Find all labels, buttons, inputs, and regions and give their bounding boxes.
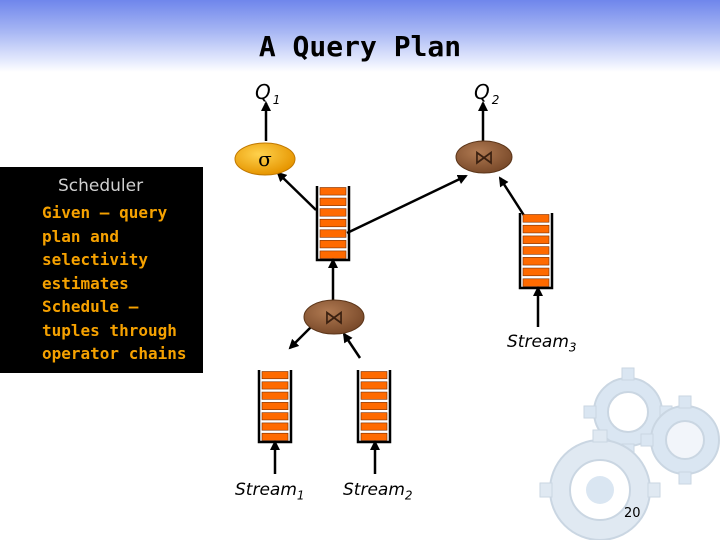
queue-slot bbox=[319, 208, 347, 217]
queue-outline bbox=[257, 370, 293, 444]
queue-slot bbox=[261, 432, 289, 441]
queue-slot bbox=[261, 381, 289, 390]
queue-slot bbox=[319, 187, 347, 196]
queue-slot bbox=[319, 240, 347, 249]
queue-stream1 bbox=[257, 370, 293, 444]
stream-label-1: Stream1 bbox=[235, 480, 305, 503]
queue-slot bbox=[522, 257, 550, 266]
queue-slot bbox=[319, 218, 347, 228]
scheduler-heading: Scheduler bbox=[58, 176, 144, 196]
queue-slot bbox=[522, 214, 550, 223]
queue-slot bbox=[319, 197, 347, 206]
queue-select-join bbox=[315, 186, 351, 262]
operator-join-bottom: ⋈ bbox=[303, 299, 365, 335]
queue-slot bbox=[360, 391, 388, 400]
queue-slot bbox=[360, 402, 388, 410]
queue-slot bbox=[522, 235, 550, 244]
queue-slot bbox=[360, 371, 388, 380]
operator-select: σ bbox=[234, 142, 296, 176]
page-number: 20 bbox=[624, 506, 641, 521]
edge-queue-to-select bbox=[276, 171, 317, 211]
operator-join-top: ⋈ bbox=[455, 140, 513, 174]
join-symbol: ⋈ bbox=[474, 145, 494, 169]
queue-slot bbox=[261, 402, 289, 410]
query-label-q1: Q1 bbox=[255, 80, 283, 107]
queue-slot bbox=[319, 229, 347, 238]
edges bbox=[261, 101, 543, 474]
queue-slot bbox=[522, 246, 550, 255]
stream-label-2: Stream2 bbox=[343, 480, 413, 503]
queue-slot bbox=[522, 278, 550, 287]
edge-queue2-to-join-bottom bbox=[342, 332, 362, 359]
edge-queue1-to-join-bottom bbox=[288, 325, 313, 350]
queue-slot bbox=[360, 412, 388, 421]
queue-outline bbox=[356, 370, 392, 444]
queue-slot bbox=[261, 391, 289, 400]
edge-queue3-to-join-top bbox=[498, 176, 527, 218]
slide-title: A Query Plan bbox=[258, 30, 462, 63]
queue-slot bbox=[522, 224, 550, 234]
queues bbox=[257, 186, 554, 444]
queue-slot bbox=[261, 371, 289, 380]
queue-slot bbox=[360, 422, 388, 431]
scheduler-description: Given – query plan and selectivity estim… bbox=[42, 203, 187, 363]
queue-outline bbox=[518, 213, 554, 290]
queue-slot bbox=[319, 250, 347, 259]
edge-queue-to-join-top-left bbox=[346, 174, 468, 235]
queue-slot bbox=[522, 267, 550, 277]
queue-slot bbox=[261, 422, 289, 431]
header-gradient bbox=[0, 0, 720, 72]
join-symbol: ⋈ bbox=[324, 305, 344, 329]
queue-outline bbox=[315, 186, 351, 262]
queue-slot bbox=[360, 432, 388, 441]
select-symbol: σ bbox=[258, 147, 272, 171]
query-label-q2: Q2 bbox=[474, 80, 502, 107]
queue-slot bbox=[360, 381, 388, 390]
queue-slot bbox=[261, 412, 289, 421]
queue-stream3 bbox=[518, 213, 554, 290]
gears-icon bbox=[539, 367, 720, 540]
scheduler-box: Scheduler Given – query plan and selecti… bbox=[0, 167, 203, 373]
stream-label-3: Stream3 bbox=[507, 332, 577, 355]
queue-stream2 bbox=[356, 370, 392, 444]
